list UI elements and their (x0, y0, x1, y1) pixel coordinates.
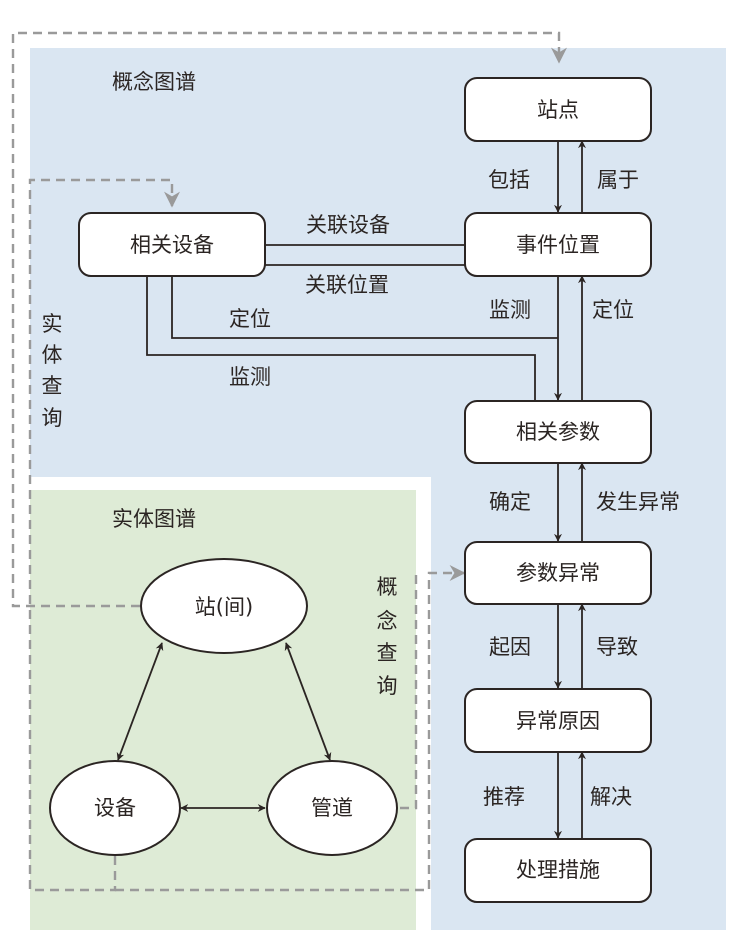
entity-query-label: 实 体 查 询 (42, 312, 63, 430)
node-anomaly-cause-label: 异常原因 (516, 709, 600, 733)
label-monitor-left: 监测 (229, 365, 271, 389)
label-anomaly-occurs: 发生异常 (596, 490, 680, 514)
entity-query-char: 询 (42, 406, 63, 430)
concept-query-inner-dashed-path (400, 573, 418, 810)
concept-graph-title: 概念图谱 (112, 70, 196, 94)
node-event-location[interactable]: 事件位置 (464, 212, 652, 277)
node-site-label: 站点 (537, 98, 579, 122)
concept-query-char: 概 (377, 575, 398, 599)
label-recommend: 推荐 (483, 785, 525, 809)
label-belong-to: 属于 (597, 168, 639, 192)
node-related-equipment[interactable]: 相关设备 (78, 212, 266, 277)
entity-node-pipeline[interactable]: 管道 (266, 760, 398, 856)
label-determine: 确定 (489, 490, 531, 514)
label-locate-right: 定位 (592, 298, 634, 322)
label-include: 包括 (488, 168, 530, 192)
node-parameter-anomaly[interactable]: 参数异常 (464, 541, 652, 605)
entity-node-equipment[interactable]: 设备 (49, 760, 181, 856)
entity-graph-title: 实体图谱 (112, 507, 196, 531)
concept-query-char: 念 (377, 609, 398, 633)
entity-node-station[interactable]: 站(间) (140, 558, 308, 654)
concept-query-label: 概 念 查 询 (377, 575, 398, 698)
concept-query-outer-dashed-path (115, 565, 466, 892)
entity-query-char: 查 (42, 374, 63, 398)
concept-query-char: 询 (377, 674, 398, 698)
entity-query-inner-dashed-path (28, 178, 180, 892)
label-lead-to: 导致 (596, 635, 638, 659)
entity-edge-station-pipeline (284, 642, 332, 761)
node-parameter-anomaly-label: 参数异常 (516, 561, 600, 585)
node-related-parameters[interactable]: 相关参数 (464, 400, 652, 464)
label-resolve: 解决 (590, 785, 632, 809)
node-related-parameters-label: 相关参数 (516, 420, 600, 444)
concept-query-char: 查 (377, 641, 398, 665)
node-treatment-measures-label: 处理措施 (516, 858, 600, 882)
edge-monitor-left (146, 276, 536, 400)
entity-node-station-label: 站(间) (195, 595, 253, 619)
label-locate-left: 定位 (229, 307, 271, 331)
node-related-equipment-label: 相关设备 (130, 233, 214, 257)
entity-node-pipeline-label: 管道 (311, 796, 353, 820)
entity-query-char: 实 (42, 312, 63, 336)
node-event-location-label: 事件位置 (516, 233, 600, 257)
entity-node-equipment-label: 设备 (94, 796, 136, 820)
label-cause: 起因 (489, 635, 531, 659)
label-associated-location: 关联位置 (305, 273, 389, 297)
node-anomaly-cause[interactable]: 异常原因 (464, 688, 652, 753)
label-associated-equipment: 关联设备 (306, 213, 390, 237)
label-monitor-right: 监测 (489, 298, 531, 322)
entity-query-char: 体 (42, 343, 63, 367)
edge-locate-left (171, 276, 558, 339)
entity-edge-station-equipment (116, 642, 164, 761)
node-site[interactable]: 站点 (464, 77, 652, 142)
entity-graph-region (30, 490, 416, 930)
node-treatment-measures[interactable]: 处理措施 (464, 838, 652, 903)
